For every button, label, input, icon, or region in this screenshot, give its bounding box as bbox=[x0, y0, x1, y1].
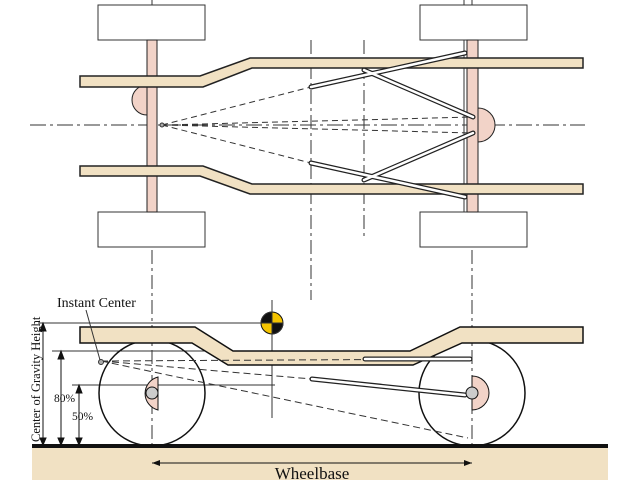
ic-projection bbox=[100, 360, 469, 439]
80pct-label: 80% bbox=[54, 393, 76, 405]
rear-differential bbox=[477, 107, 496, 143]
rear-right-tire bbox=[419, 211, 528, 248]
rear-axle-housing bbox=[471, 375, 490, 411]
ic-projection bbox=[100, 360, 313, 380]
ic-projection bbox=[161, 124, 312, 164]
dimension-arrows bbox=[39, 321, 83, 447]
instant-center-leader bbox=[85, 309, 101, 361]
instant-center-point bbox=[159, 122, 165, 128]
50pct-label: 50% bbox=[72, 411, 94, 423]
wheelbase-label: Wheelbase bbox=[275, 464, 350, 480]
top-view bbox=[30, 0, 585, 470]
frame-rail-left bbox=[79, 57, 584, 88]
front-right-tire bbox=[97, 211, 206, 248]
rear-left-tire bbox=[419, 4, 528, 41]
side-view bbox=[32, 300, 608, 480]
rear-hub bbox=[465, 386, 479, 400]
frame-side bbox=[79, 326, 584, 366]
front-differential bbox=[131, 84, 148, 116]
instant-center-label: Instant Center bbox=[57, 296, 136, 311]
cg-height-label: Center of Gravity Height bbox=[29, 316, 43, 442]
instant-center-point bbox=[98, 359, 104, 365]
front-axle bbox=[146, 39, 158, 213]
frame-rail-right bbox=[79, 165, 584, 195]
ic-projection bbox=[161, 124, 474, 134]
ic-projection bbox=[161, 86, 312, 126]
ic-projection bbox=[161, 116, 474, 126]
front-left-tire bbox=[97, 4, 206, 41]
front-hub bbox=[145, 386, 159, 400]
center-of-gravity-icon bbox=[260, 311, 284, 335]
